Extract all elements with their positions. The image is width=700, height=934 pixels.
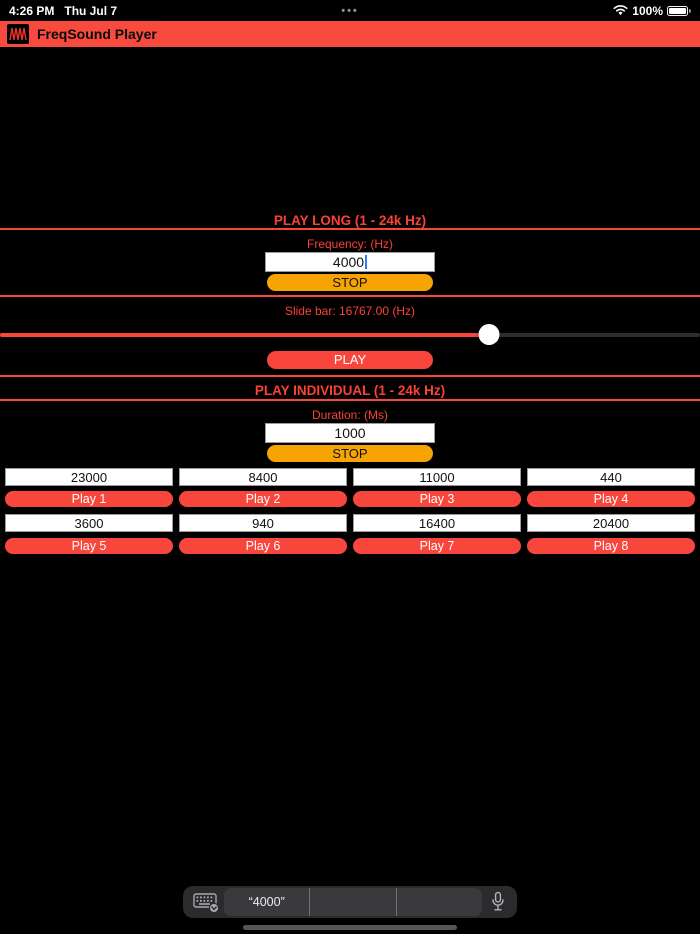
- duration-value: 1000: [334, 425, 366, 441]
- duration-input[interactable]: 1000: [265, 423, 435, 443]
- microphone-icon[interactable]: [489, 890, 507, 914]
- play-1-button[interactable]: Play 1: [5, 491, 173, 507]
- slider-fill: [0, 333, 490, 337]
- frequency-input[interactable]: 4000: [265, 252, 435, 272]
- play-6-button[interactable]: Play 6: [179, 538, 347, 554]
- app-title: FreqSound Player: [37, 26, 157, 42]
- suggestion-3[interactable]: [395, 888, 482, 916]
- slider-thumb[interactable]: [478, 324, 500, 345]
- stop-individual-button[interactable]: STOP: [267, 445, 433, 462]
- predictive-text-bar: “4000”: [224, 888, 482, 916]
- divider: [0, 295, 700, 297]
- play-7-button[interactable]: Play 7: [353, 538, 521, 554]
- frequency-slider[interactable]: [0, 324, 700, 345]
- freq-input-8[interactable]: 20400: [527, 514, 695, 532]
- suggestion-text: “4000”: [248, 895, 285, 909]
- freq-input-6[interactable]: 940: [179, 514, 347, 532]
- keyboard-accessory-bar: “4000”: [183, 886, 517, 918]
- divider: [0, 399, 700, 401]
- battery-icon: [667, 5, 691, 16]
- play-8-button[interactable]: Play 8: [527, 538, 695, 554]
- suggestion-2[interactable]: [309, 888, 395, 916]
- app-logo-icon: [7, 24, 29, 44]
- status-right: 100%: [613, 4, 691, 18]
- freq-input-3[interactable]: 11000: [353, 468, 521, 486]
- wifi-icon: [613, 5, 628, 16]
- clock: 4:26 PM: [9, 3, 55, 18]
- frequency-label: Frequency: (Hz): [306, 237, 394, 251]
- status-bar: 4:26 PM Thu Jul 7 ••• 100%: [0, 0, 700, 21]
- frequency-row-1: 23000 8400 11000 440: [0, 468, 700, 486]
- duration-label: Duration: (Ms): [311, 408, 388, 422]
- divider: [0, 375, 700, 377]
- frequency-row-2: 3600 940 16400 20400: [0, 514, 700, 532]
- play-5-button[interactable]: Play 5: [5, 538, 173, 554]
- play-4-button[interactable]: Play 4: [527, 491, 695, 507]
- play-2-button[interactable]: Play 2: [179, 491, 347, 507]
- divider: [0, 228, 700, 230]
- play-long-title: PLAY LONG (1 - 24k Hz): [273, 213, 427, 228]
- frequency-value: 4000: [332, 254, 365, 270]
- play-button-row-1: Play 1 Play 2 Play 3 Play 4: [0, 491, 700, 507]
- freq-input-4[interactable]: 440: [527, 468, 695, 486]
- date: Thu Jul 7: [64, 3, 118, 18]
- multitask-dots-icon: •••: [341, 4, 359, 17]
- home-indicator[interactable]: [243, 925, 457, 930]
- stop-long-button[interactable]: STOP: [267, 274, 433, 291]
- freq-input-1[interactable]: 23000: [5, 468, 173, 486]
- play-long-button[interactable]: PLAY: [267, 351, 433, 369]
- play-individual-title: PLAY INDIVIDUAL (1 - 24k Hz): [254, 383, 446, 398]
- app-header: FreqSound Player: [0, 21, 700, 47]
- slider-label: Slide bar: 16767.00 (Hz): [284, 304, 416, 318]
- freq-input-5[interactable]: 3600: [5, 514, 173, 532]
- freq-input-7[interactable]: 16400: [353, 514, 521, 532]
- play-button-row-2: Play 5 Play 6 Play 7 Play 8: [0, 538, 700, 554]
- suggestion-1[interactable]: “4000”: [224, 888, 309, 916]
- text-cursor: [365, 255, 368, 269]
- status-left: 4:26 PM Thu Jul 7: [9, 4, 117, 18]
- play-3-button[interactable]: Play 3: [353, 491, 521, 507]
- battery-percent: 100%: [632, 3, 663, 18]
- dismiss-keyboard-icon[interactable]: [193, 891, 219, 913]
- freq-input-2[interactable]: 8400: [179, 468, 347, 486]
